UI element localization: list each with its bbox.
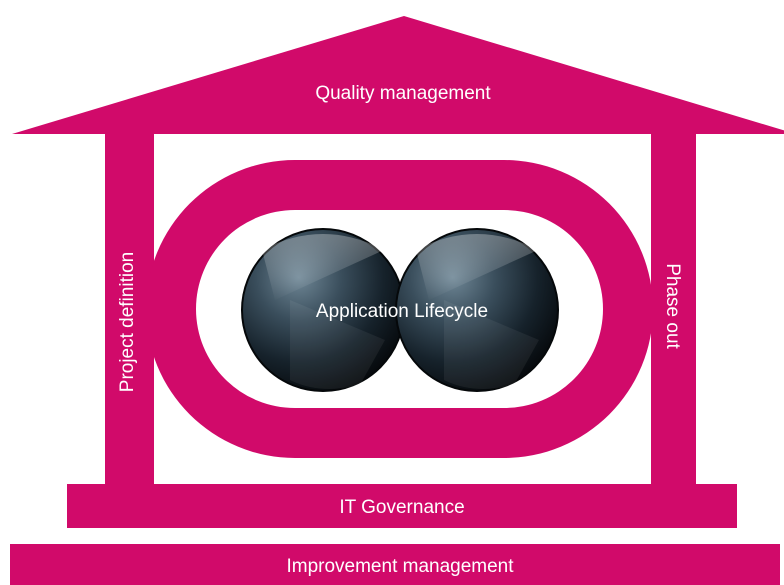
improvement-beam [10,544,780,585]
right-pillar [651,133,696,488]
right-pillar-label: Phase out [662,263,683,349]
sphere-right [395,228,559,392]
governance-label: IT Governance [339,497,464,518]
roof [12,16,784,134]
left-pillar [105,133,154,488]
roof-label: Quality management [315,83,491,104]
improvement-label: Improvement management [286,556,514,577]
center-label: Application Lifecycle [316,301,488,322]
left-pillar-label: Project definition [117,252,138,392]
governance-beam [67,484,737,528]
sphere-left [241,228,405,392]
